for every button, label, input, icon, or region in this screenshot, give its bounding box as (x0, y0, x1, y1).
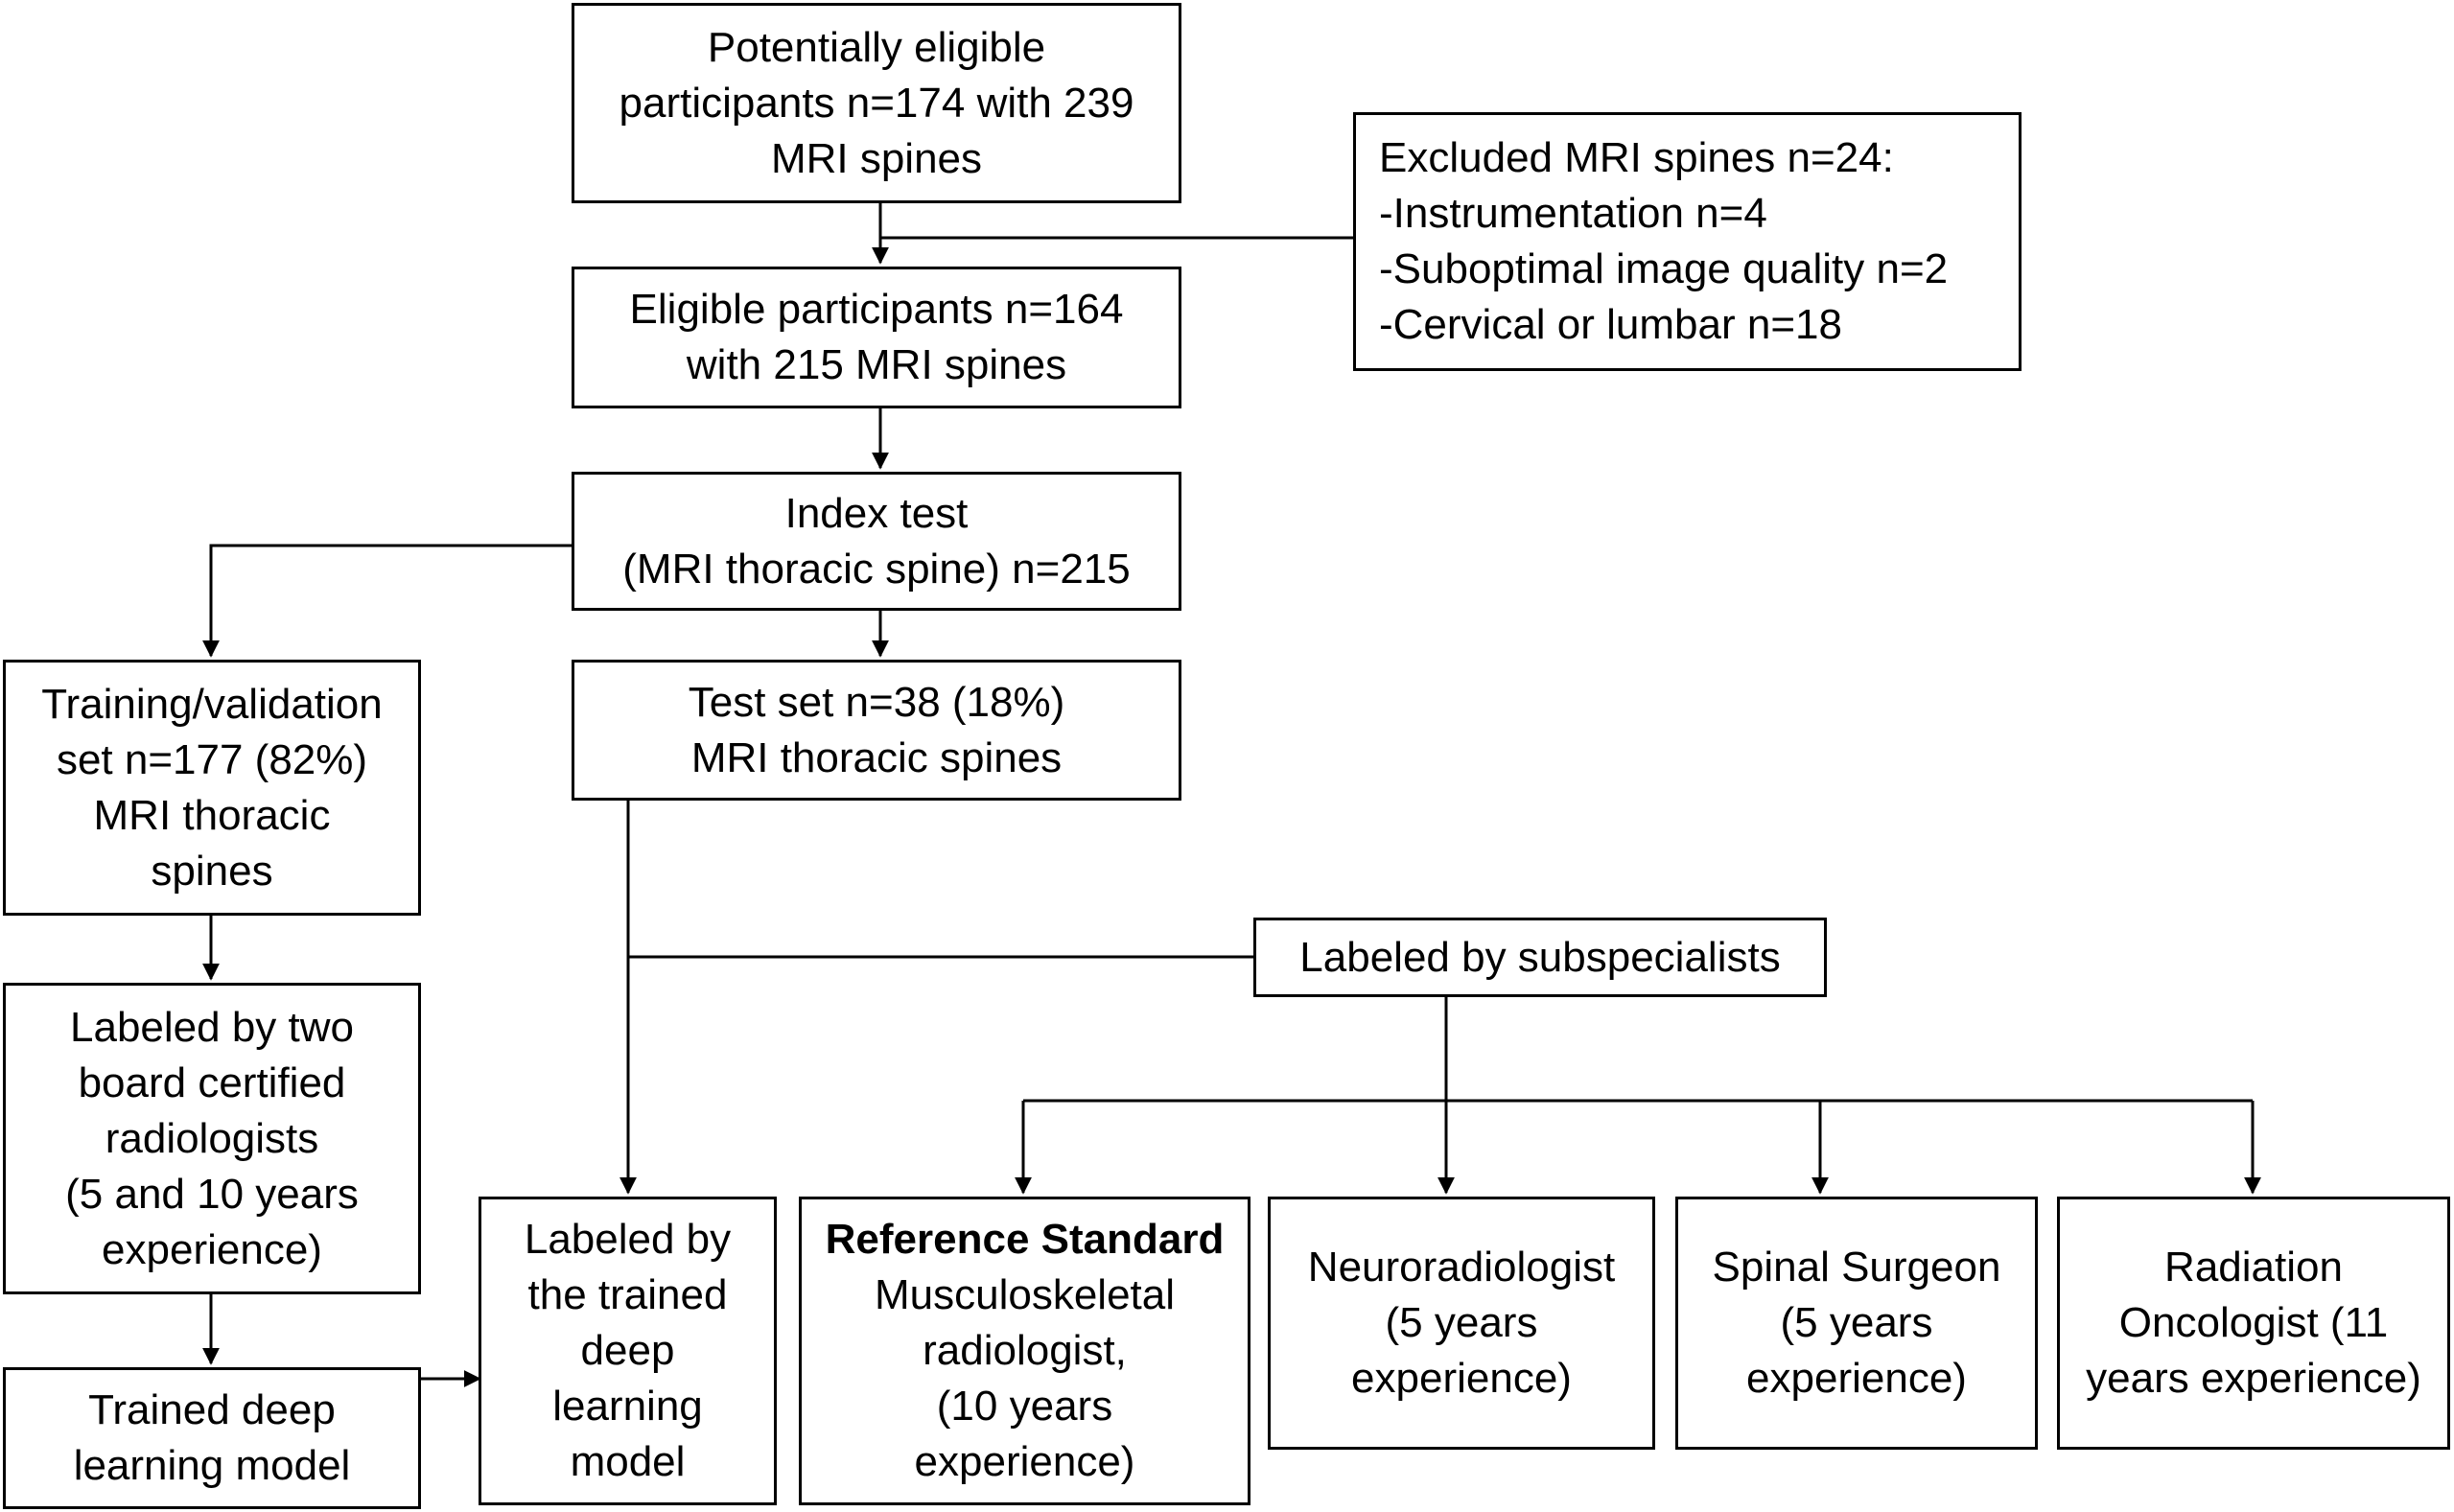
potential-line-1: Potentially eligible (707, 23, 1046, 71)
surgeon-line-1: Spinal Surgeon (1712, 1244, 2001, 1291)
reference-line-4: (10 years (936, 1383, 1113, 1430)
reference-line-3: radiologist, (923, 1327, 1127, 1374)
excluded-line-1: Excluded MRI spines n=24: (1379, 134, 1894, 181)
trained-model-line-1: Trained deep (88, 1386, 336, 1433)
potential-line-2: participants n=174 with 239 (619, 79, 1134, 127)
labeled-two-line-3: radiologists (105, 1114, 319, 1162)
labeled-trained-line-4: learning (552, 1383, 703, 1430)
box-labeled-two-radiologists: Labeled by two board certified radiologi… (3, 983, 421, 1294)
reference-line-5: experience) (914, 1438, 1135, 1485)
box-reference-standard: Reference Standard Musculoskeletal radio… (799, 1197, 1250, 1505)
test-line-2: MRI thoracic spines (690, 733, 1063, 781)
surgeon-line-2: (5 years (1780, 1299, 1933, 1346)
training-line-2: set n=177 (82%) (56, 735, 368, 783)
labeled-trained-line-3: deep (580, 1327, 675, 1374)
box-excluded: Excluded MRI spines n=24: -Instrumentati… (1353, 112, 2022, 371)
neuro-line-3: experience) (1351, 1355, 1572, 1402)
oncologist-line-2: Oncologist (11 (2118, 1299, 2389, 1346)
box-test-set: Test set n=38 (18%) MRI thoracic spines (572, 660, 1181, 801)
oncologist-line-1: Radiation (2164, 1244, 2343, 1291)
box-eligible: Eligible participants n=164 with 215 MRI… (572, 267, 1181, 408)
arrow-index-to-training (202, 544, 572, 658)
excluded-line-3: -Suboptimal image quality n=2 (1379, 245, 1949, 292)
test-line-1: Test set n=38 (18%) (688, 678, 1065, 726)
excluded-line-4: -Cervical or lumbar n=18 (1379, 301, 1842, 348)
labeled-two-line-2: board certified (78, 1058, 346, 1106)
reference-title: Reference Standard (825, 1216, 1225, 1263)
box-potentially-eligible: Potentially eligible participants n=174 … (572, 3, 1181, 203)
neuro-line-1: Neuroradiologist (1307, 1244, 1616, 1291)
eligible-line-2: with 215 MRI spines (686, 341, 1067, 388)
labeled-two-line-1: Labeled by two (70, 1003, 354, 1051)
training-line-3: MRI thoracic (93, 791, 331, 839)
reference-line-2: Musculoskeletal (874, 1271, 1176, 1318)
box-training-validation: Training/validation set n=177 (82%) MRI … (3, 660, 421, 916)
labeled-trained-line-1: Labeled by (524, 1216, 732, 1263)
labeled-trained-line-2: the trained (527, 1271, 728, 1318)
trained-model-line-2: learning model (73, 1442, 351, 1489)
labeled-two-line-5: experience) (102, 1225, 322, 1273)
surgeon-line-3: experience) (1746, 1355, 1967, 1402)
excluded-line-2: -Instrumentation n=4 (1379, 190, 1767, 237)
labeled-trained-line-5: model (570, 1438, 686, 1485)
eligible-line-1: Eligible participants n=164 (629, 286, 1124, 333)
index-line-2: (MRI thoracic spine) n=215 (622, 545, 1131, 593)
oncologist-line-3: years experience) (2086, 1355, 2421, 1402)
potential-line-3: MRI spines (770, 134, 983, 182)
training-line-4: spines (151, 847, 273, 895)
labeled-two-line-4: (5 and 10 years (65, 1170, 359, 1218)
box-neuroradiologist: Neuroradiologist (5 years experience) (1268, 1197, 1655, 1450)
box-radiation-oncologist: Radiation Oncologist (11 years experienc… (2057, 1197, 2450, 1450)
subspecialists-line-1: Labeled by subspecialists (1299, 933, 1781, 981)
box-labeled-trained-model: Labeled by the trained deep learning mod… (479, 1197, 777, 1505)
box-index-test: Index test (MRI thoracic spine) n=215 (572, 472, 1181, 611)
training-line-1: Training/validation (41, 680, 383, 728)
box-labeled-subspecialists: Labeled by subspecialists (1253, 918, 1827, 997)
neuro-line-2: (5 years (1385, 1299, 1538, 1346)
box-trained-model: Trained deep learning model (3, 1367, 421, 1509)
index-line-1: Index test (784, 489, 969, 537)
box-spinal-surgeon: Spinal Surgeon (5 years experience) (1675, 1197, 2038, 1450)
